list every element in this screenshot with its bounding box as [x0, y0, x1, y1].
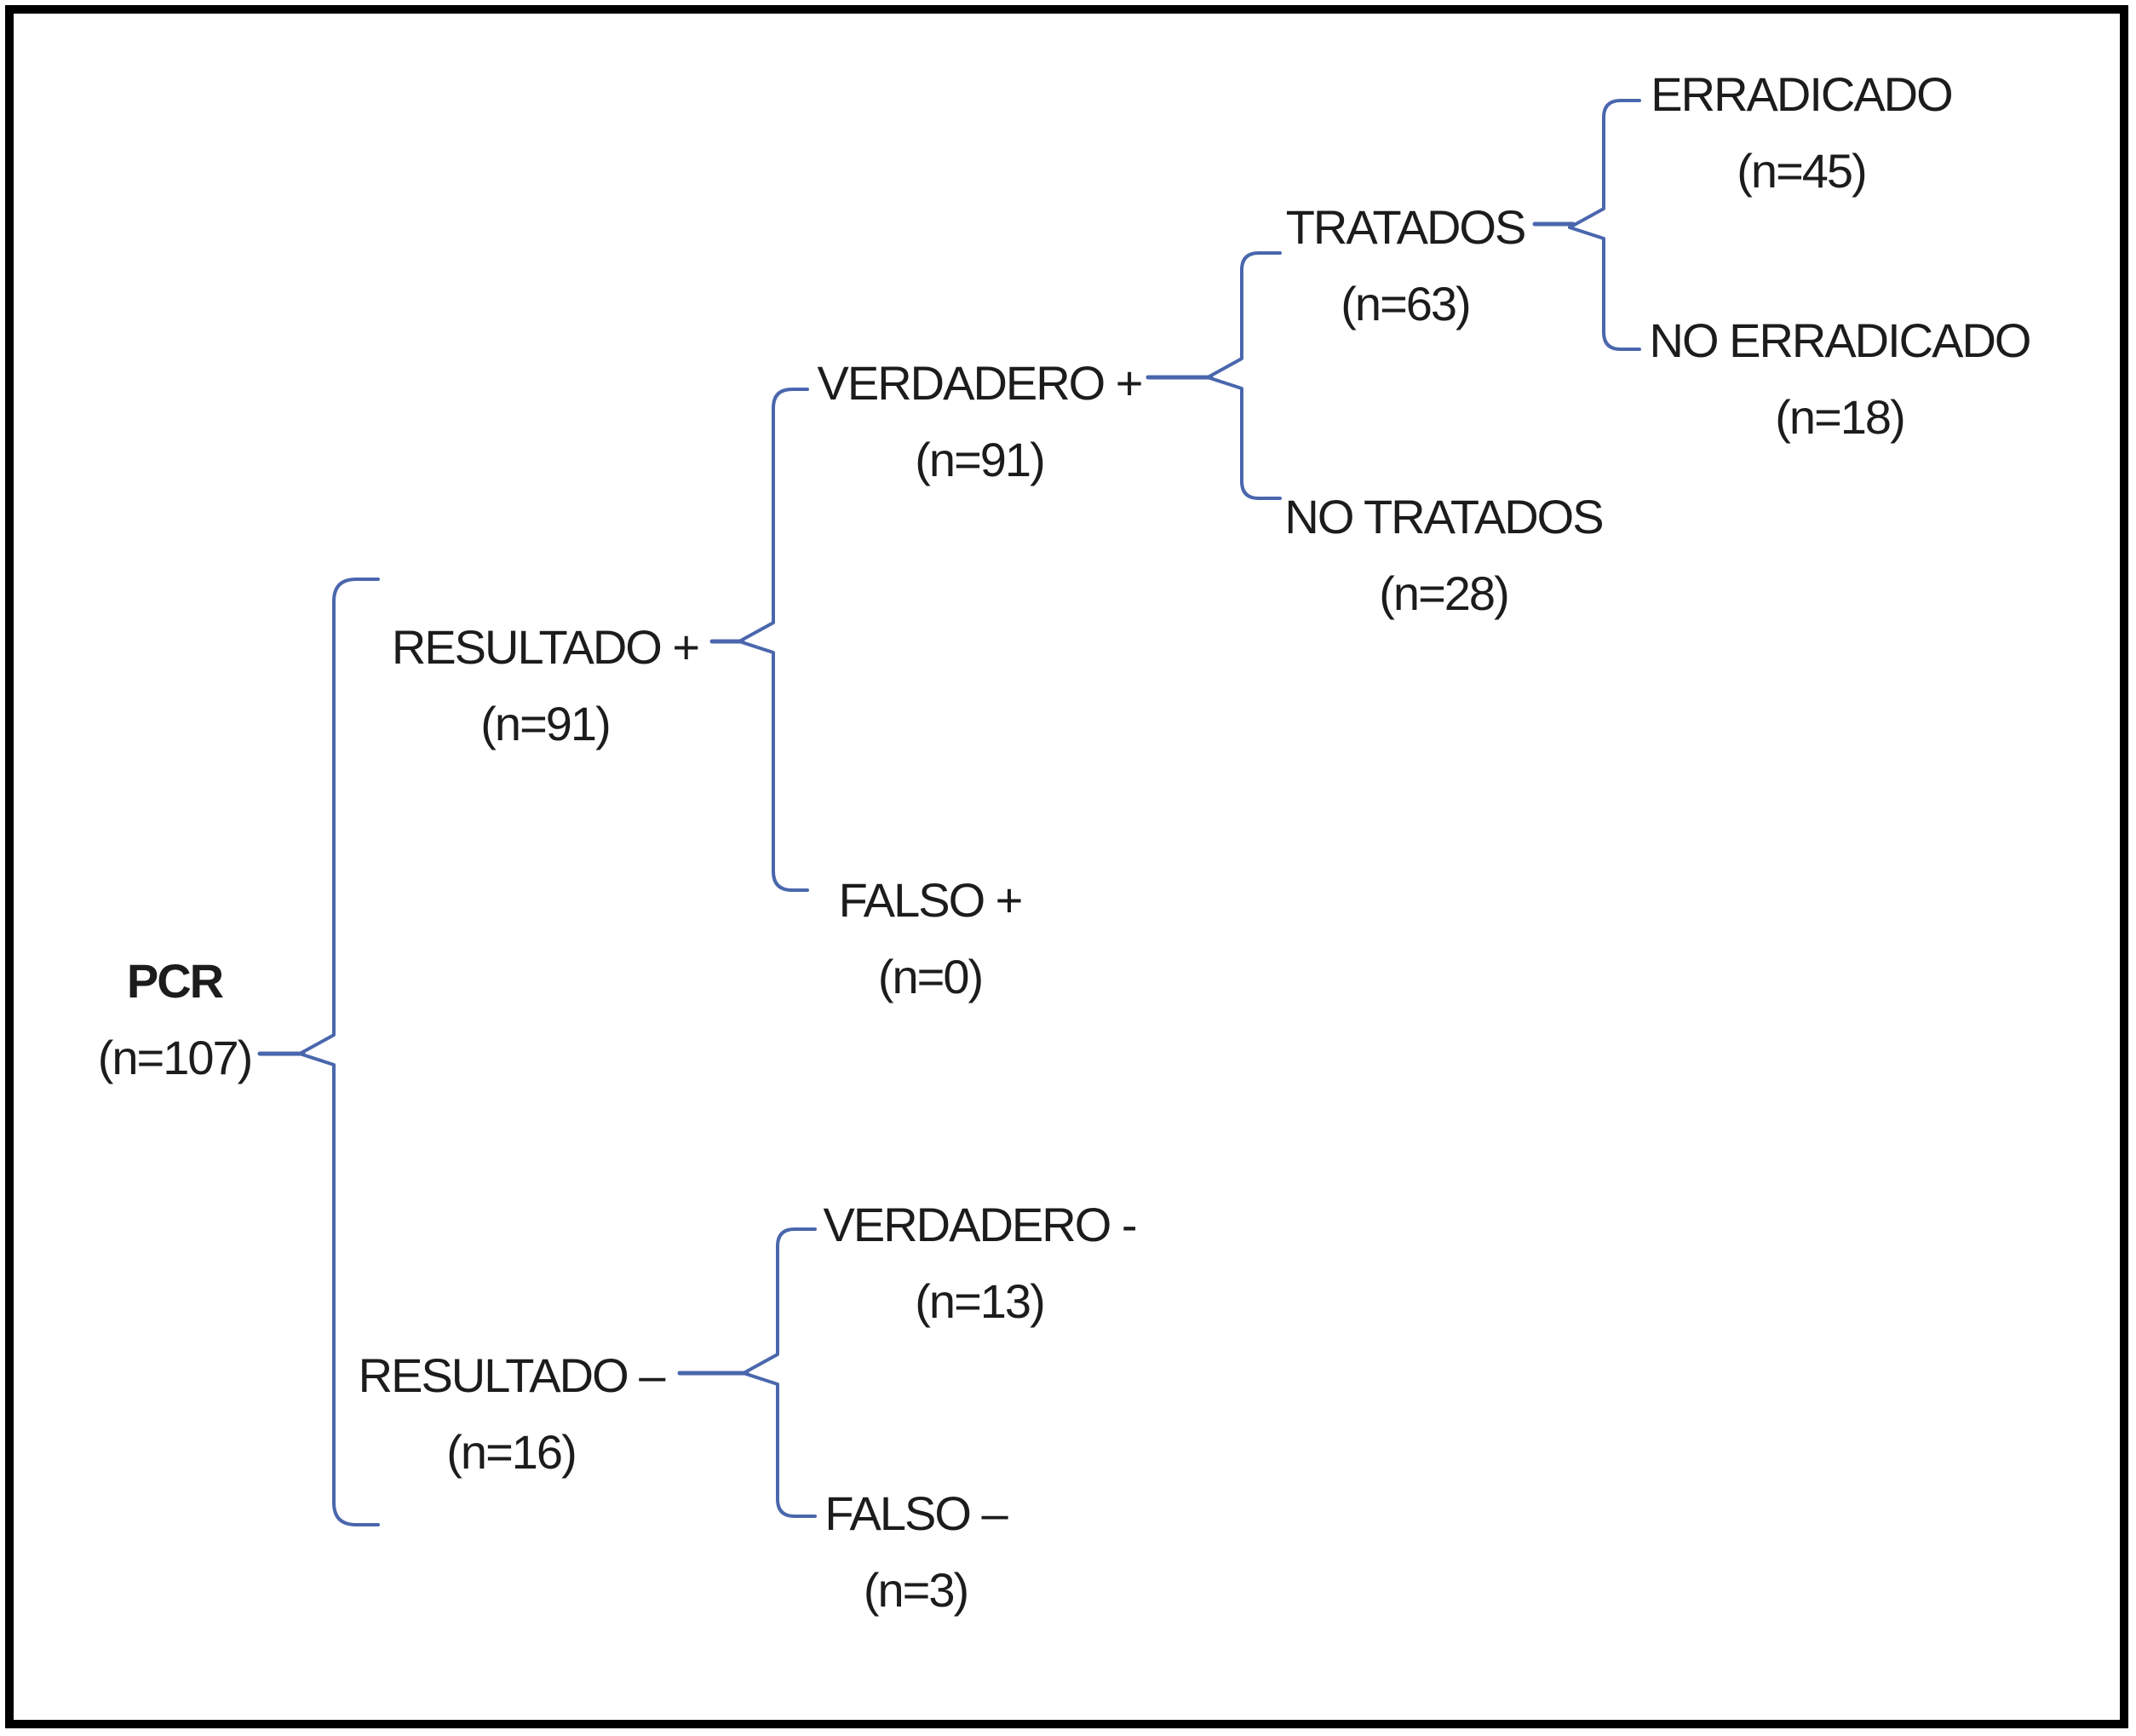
node-tratados: TRATADOS (n=63) [1285, 189, 1527, 342]
node-falso-positivo: FALSO + (n=0) [838, 862, 1024, 1015]
node-resultado-positivo: RESULTADO + (n=91) [391, 609, 700, 762]
node-no-erradicado: NO ERRADICADO (n=18) [1649, 302, 2032, 456]
node-count: (n=13) [915, 1274, 1045, 1328]
node-label: VERDADERO + [817, 356, 1144, 410]
node-label: RESULTADO + [391, 620, 700, 674]
node-count: (n=3) [863, 1563, 969, 1617]
node-pcr: PCR (n=107) [97, 943, 254, 1096]
node-erradicado: ERRADICADO (n=45) [1651, 56, 1953, 210]
node-label: PCR [126, 954, 224, 1008]
node-label: FALSO + [838, 873, 1024, 927]
node-label: RESULTADO – [358, 1348, 666, 1402]
node-no-tratados: NO TRATADOS (n=28) [1284, 479, 1604, 632]
node-count: (n=107) [97, 1031, 254, 1084]
node-count: (n=91) [480, 697, 611, 750]
node-label: FALSO – [824, 1486, 1008, 1540]
node-count: (n=45) [1737, 144, 1867, 198]
node-count: (n=91) [915, 433, 1045, 486]
node-label: VERDADERO - [823, 1198, 1138, 1251]
node-label: NO ERRADICADO [1649, 313, 2032, 367]
node-verdadero-positivo: VERDADERO + (n=91) [817, 345, 1144, 498]
node-label: NO TRATADOS [1284, 490, 1604, 543]
brace-resultado-negativo [742, 1227, 817, 1518]
node-count: (n=63) [1341, 277, 1471, 331]
node-count: (n=28) [1379, 566, 1509, 620]
brace-verdadero-positivo [1206, 251, 1282, 500]
brace-resultado-positivo [738, 388, 809, 892]
brace-tratados [1568, 99, 1641, 351]
node-count: (n=18) [1775, 390, 1905, 444]
node-falso-negativo: FALSO – (n=3) [824, 1475, 1008, 1629]
node-count: (n=0) [877, 950, 984, 1003]
node-verdadero-negativo: VERDADERO - (n=13) [823, 1187, 1138, 1340]
node-label: ERRADICADO [1651, 67, 1953, 121]
node-resultado-negativo: RESULTADO – (n=16) [358, 1337, 666, 1491]
node-count: (n=16) [446, 1425, 577, 1479]
diagram-border [5, 5, 2128, 1728]
node-label: TRATADOS [1285, 200, 1527, 254]
